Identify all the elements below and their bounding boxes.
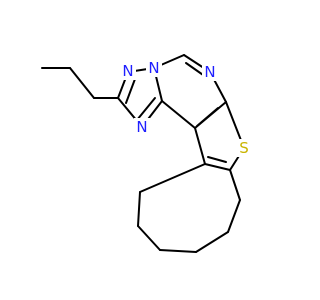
bond-cyclohept-7 [139,163,206,193]
atom-n2: N [146,59,162,77]
atom-n3: N [134,118,150,136]
bond-cyclohept-3 [195,231,229,253]
bond-cyclohept-1 [229,169,241,201]
atom-n1: N [120,62,136,80]
bond-triazole-c2-n1-inner [125,78,136,104]
bond-propyl-2 [69,67,95,99]
bond-thiophene-c8-c9 [204,163,231,171]
atom-labels: N N N N S [120,59,252,157]
atom-label-s1: S [239,139,249,157]
atom-s1: S [236,139,252,157]
bond-cyclohept-4 [159,249,197,253]
bond-thiophene-c9-c7 [194,127,206,165]
atom-label-n2: N [148,59,159,77]
atom-label-n1: N [122,62,133,80]
bond-thiophene-c8-c9-inner [207,156,227,163]
bond-thiophene-c6-c7-inner [196,107,219,127]
bond-cyclohept-6 [137,191,141,227]
molecule-structure-diagram: N N N N S [41,54,252,253]
bond-pyrimidine-c7-c3a [161,100,196,129]
bond-cyclohept-2 [227,199,241,233]
bond-triazole-c3a-n3-inner [136,97,156,121]
atom-label-n3: N [136,118,147,136]
bond-cyclohept-5 [137,225,161,251]
atom-label-n4: N [204,63,215,81]
atom-n4: N [202,63,218,81]
bonds [41,54,245,253]
